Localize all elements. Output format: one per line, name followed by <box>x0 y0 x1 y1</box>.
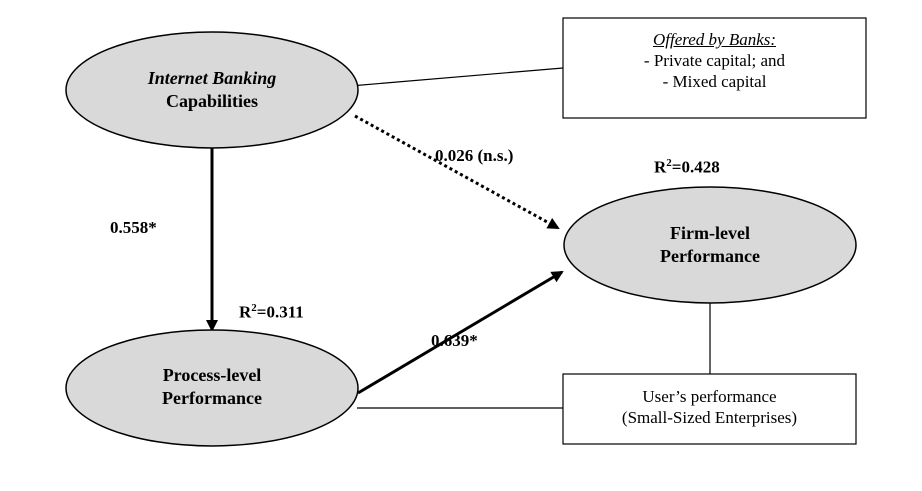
arrow-ib-to-firm <box>354 114 560 230</box>
ellipse-internet-banking <box>65 31 359 149</box>
box-users-performance-text: User’s performance (Small-Sized Enterpri… <box>563 386 856 428</box>
node-firm-level-label: Firm-level Performance <box>564 222 856 268</box>
coef-process-to-firm: 0.639* <box>431 331 478 350</box>
ellipse-process-level <box>65 329 359 447</box>
box-offered-by-banks-line1: - Private capital; and <box>643 51 786 70</box>
connector-ib-to-banks-box <box>349 67 564 87</box>
r-squared-firm-sup: 2 <box>666 157 672 169</box>
node-process-level-label: Process-level Performance <box>66 364 358 410</box>
coef-ib-to-firm: 0.026 (n.s.) <box>435 146 514 165</box>
arrow-process-to-firm <box>357 270 564 395</box>
r-squared-firm: R2=0.428 <box>654 157 720 178</box>
box-users-performance <box>562 373 857 445</box>
node-internet-banking-label: Internet Banking Capabilities <box>66 67 358 113</box>
box-users-performance-line2: (Small-Sized Enterprises) <box>621 408 798 427</box>
node-internet-banking-line1: Internet Banking <box>147 68 277 88</box>
node-internet-banking-line2: Capabilities <box>165 91 258 111</box>
box-offered-by-banks-title: Offered by Banks: <box>652 30 777 49</box>
r-squared-process-sup: 2 <box>251 302 257 314</box>
node-firm-level-line1: Firm-level <box>670 223 750 243</box>
node-firm-level-line2: Performance <box>660 246 760 266</box>
r-squared-process: R2=0.311 <box>239 302 304 323</box>
r-squared-firm-prefix: R <box>654 157 667 177</box>
box-offered-by-banks-text: Offered by Banks: - Private capital; and… <box>563 29 866 92</box>
node-process-level-line2: Performance <box>162 388 262 408</box>
box-offered-by-banks <box>562 17 867 119</box>
box-users-performance-line1: User’s performance <box>642 387 777 406</box>
r-squared-firm-value: =0.428 <box>671 157 720 177</box>
coef-ib-to-process: 0.558* <box>110 218 157 237</box>
ellipse-firm-level <box>563 186 857 304</box>
r-squared-process-prefix: R <box>239 302 252 322</box>
box-offered-by-banks-line2: - Mixed capital <box>662 72 767 91</box>
r-squared-process-value: =0.311 <box>256 302 304 322</box>
node-process-level-line1: Process-level <box>162 365 262 385</box>
